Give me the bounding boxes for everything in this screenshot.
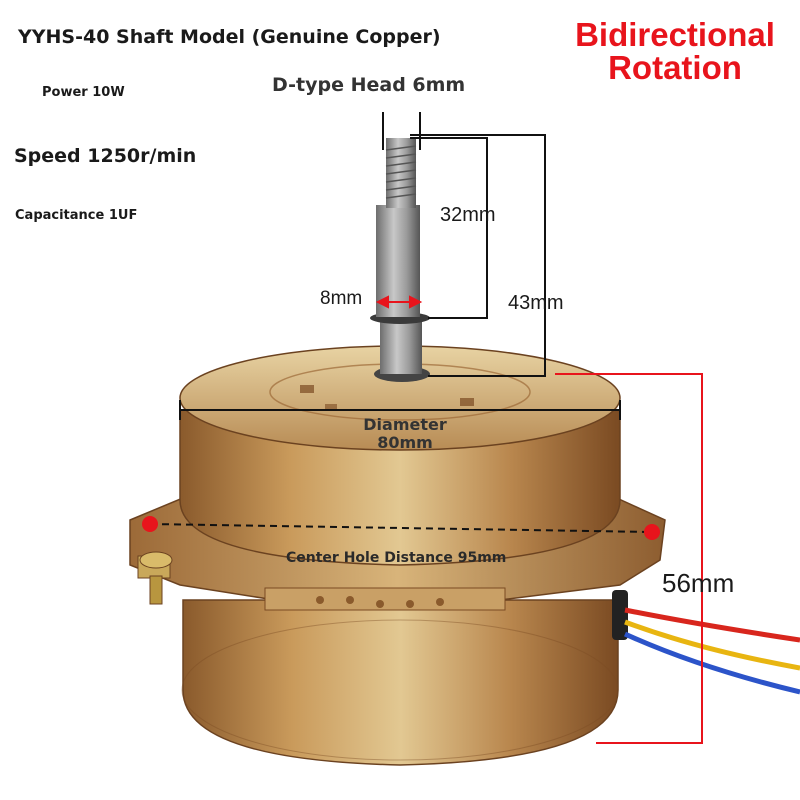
shaft-diameter-arrow (375, 295, 423, 309)
rotation-badge-line1: Bidirectional (575, 16, 775, 53)
screw-terminal (137, 551, 173, 605)
power-spec: Power 10W (42, 85, 125, 100)
diameter-value: 80mm (377, 433, 433, 452)
mount-hole-marker-left (142, 516, 158, 532)
dimension-lines (149, 112, 653, 533)
lead-wires (612, 590, 800, 695)
shaft-length-label: 43mm (508, 292, 564, 314)
motor-upper-body (179, 345, 621, 566)
diameter-label: Diameter 80mm (330, 416, 480, 452)
diameter-caption: Diameter (363, 415, 447, 434)
thread-length-label: 32mm (440, 204, 496, 226)
mount-hole-marker-right (644, 524, 660, 540)
motor-lower-body (181, 599, 619, 766)
rotation-badge: Bidirectional Rotation (566, 18, 784, 84)
height-dimension (555, 373, 703, 744)
d-head-label: D-type Head 6mm (272, 74, 466, 96)
height-label: 56mm (662, 568, 735, 598)
rotation-badge-line2: Rotation (608, 49, 742, 86)
capacitance-spec: Capacitance 1UF (15, 208, 138, 223)
speed-spec: Speed 1250r/min (14, 145, 197, 167)
shaft-diameter-label: 8mm (320, 288, 363, 309)
center-hole-label: Center Hole Distance 95mm (286, 550, 507, 566)
motor-shaft (370, 138, 430, 382)
product-title: YYHS-40 Shaft Model (Genuine Copper) (18, 26, 441, 48)
